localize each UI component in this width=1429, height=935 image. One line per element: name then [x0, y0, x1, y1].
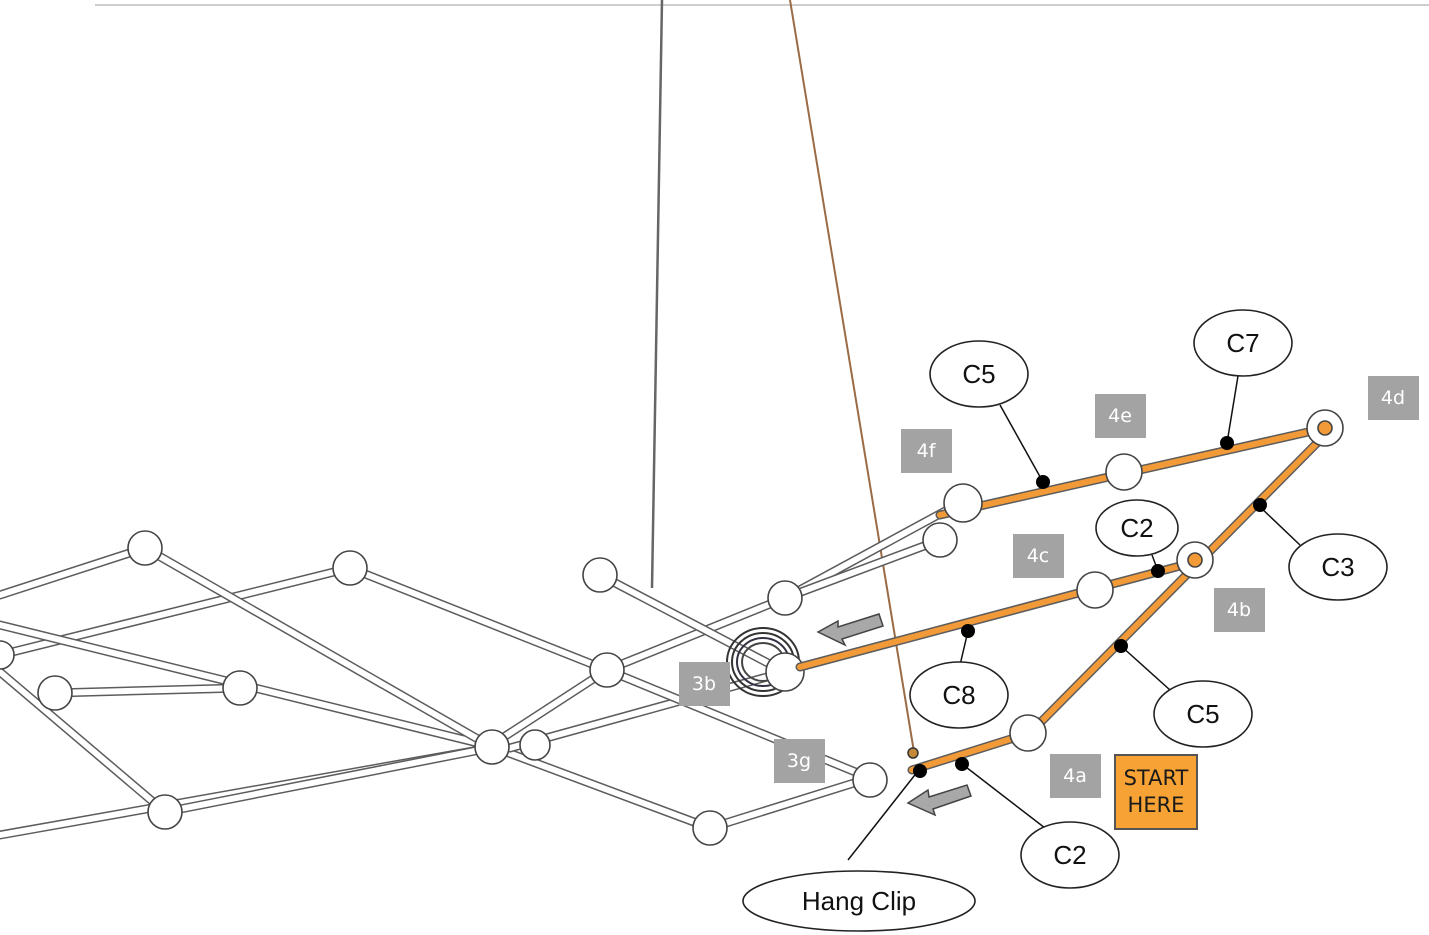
step-box-3g: 3g: [774, 739, 825, 783]
step-label: 4a: [1063, 765, 1087, 787]
callout-label: C5: [1186, 699, 1219, 729]
step-label: 3b: [692, 673, 716, 695]
hub: [582, 557, 618, 593]
connection-dot: [1220, 436, 1234, 450]
step-box-4c: 4c: [1013, 534, 1064, 578]
callout-c3: C3: [1288, 533, 1388, 601]
connection-dot: [1253, 498, 1267, 512]
suspension-cable-gray: [650, 0, 664, 589]
start-label-line2: HERE: [1128, 793, 1185, 817]
hub: [519, 729, 551, 761]
step-box-4d: 4d: [1368, 376, 1419, 420]
gray-hubs: [0, 522, 958, 846]
hub: [943, 483, 983, 523]
hub: [332, 550, 368, 586]
hub-connector: [1317, 420, 1333, 436]
step-label: 4d: [1381, 387, 1405, 409]
hub: [1009, 714, 1047, 752]
suspension-cable-brown: [789, 0, 915, 753]
step-label: 3g: [787, 750, 811, 772]
hub: [474, 729, 510, 765]
hub: [692, 810, 728, 846]
callout-hang-clip: Hang Clip: [742, 870, 976, 932]
start-here-badge: START HERE: [1114, 754, 1198, 830]
orange-hubs: [943, 409, 1344, 752]
callout-c5-right: C5: [1153, 680, 1253, 748]
connection-dot: [913, 764, 927, 778]
hub: [37, 675, 73, 711]
callout-label: C7: [1226, 328, 1259, 358]
hub: [922, 522, 958, 558]
step-box-3b: 3b: [679, 662, 730, 706]
connection-dot: [1151, 564, 1165, 578]
hub: [1076, 571, 1114, 609]
callout-c2-mid: C2: [1095, 499, 1179, 557]
direction-arrow: [906, 784, 972, 817]
callout-label: C5: [962, 359, 995, 389]
connection-dot: [1114, 639, 1128, 653]
connection-dots: [913, 436, 1267, 778]
step-label: 4f: [917, 440, 937, 462]
hub: [767, 580, 803, 616]
connection-dot: [961, 624, 975, 638]
hub: [147, 794, 183, 830]
gray-rods: [0, 498, 965, 840]
hub-connector: [1187, 552, 1203, 568]
connection-dot: [1036, 475, 1050, 489]
start-label-line1: START: [1124, 766, 1189, 790]
step-label: 4b: [1227, 599, 1251, 621]
step-box-4a: 4a: [1050, 754, 1101, 798]
callout-c5-top: C5: [929, 340, 1029, 408]
step-box-4f: 4f: [901, 429, 952, 473]
callout-c7: C7: [1193, 309, 1293, 377]
hub: [852, 762, 888, 798]
step-label: 4e: [1108, 405, 1132, 427]
callout-label: C3: [1321, 552, 1354, 582]
hub: [589, 652, 625, 688]
step-box-4e: 4e: [1095, 394, 1146, 438]
hub: [127, 530, 163, 566]
callout-c8: C8: [909, 661, 1009, 729]
callout-label: Hang Clip: [802, 886, 916, 916]
callout-label: C8: [942, 680, 975, 710]
callout-c2-bottom: C2: [1020, 821, 1120, 889]
hang-clip-marker: [907, 747, 919, 759]
callout-label: C2: [1053, 840, 1086, 870]
connection-dot: [955, 757, 969, 771]
hub: [1105, 453, 1143, 491]
direction-arrow: [816, 613, 884, 647]
step-label: 4c: [1027, 545, 1050, 567]
step-box-4b: 4b: [1214, 588, 1265, 632]
callout-label: C2: [1120, 513, 1153, 543]
hub: [0, 640, 15, 670]
hub: [765, 652, 805, 692]
hub: [222, 670, 258, 706]
